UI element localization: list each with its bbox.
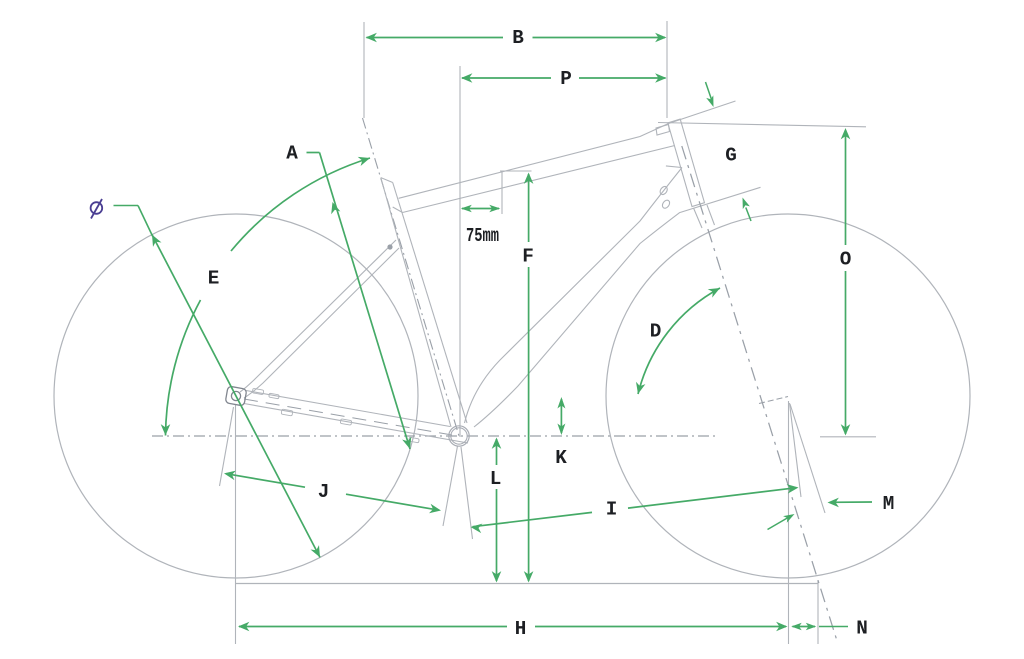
- svg-text:I: I: [606, 499, 618, 521]
- svg-text:H: H: [515, 618, 527, 640]
- svg-text:B: B: [512, 27, 524, 49]
- svg-text:F: F: [522, 246, 534, 268]
- svg-text:E: E: [208, 268, 220, 290]
- svg-text:A: A: [286, 143, 298, 165]
- svg-text:M: M: [883, 493, 895, 515]
- svg-text:G: G: [725, 145, 737, 167]
- svg-text:J: J: [318, 481, 330, 503]
- svg-text:N: N: [856, 618, 868, 640]
- svg-text:O: O: [840, 249, 852, 271]
- svg-text:K: K: [555, 447, 567, 469]
- svg-text:L: L: [490, 468, 502, 490]
- svg-text:75mm: 75mm: [466, 225, 499, 247]
- svg-text:P: P: [560, 68, 572, 90]
- svg-text:D: D: [650, 321, 662, 343]
